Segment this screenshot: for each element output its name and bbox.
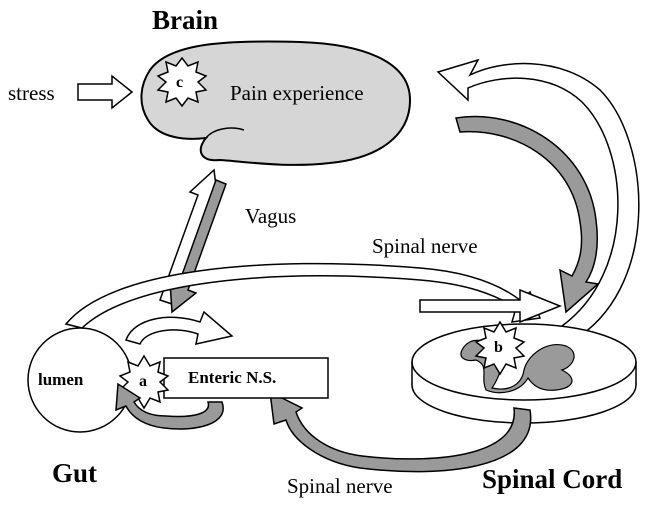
stress-label: stress bbox=[8, 81, 55, 105]
brain-title: Brain bbox=[152, 5, 219, 35]
gut-title: Gut bbox=[52, 458, 98, 488]
lumen-label: lumen bbox=[38, 370, 84, 389]
spinal-nerve-bottom-label: Spinal nerve bbox=[287, 474, 393, 498]
pain-experience-label: Pain experience bbox=[230, 81, 364, 105]
brain-to-cord-dark-arrow bbox=[455, 115, 600, 314]
cord-to-brain-light-arrow bbox=[436, 58, 640, 337]
enteric-loop-dark-arrow bbox=[115, 382, 224, 430]
spinal-disk-top bbox=[411, 323, 637, 401]
enteric-box bbox=[163, 357, 329, 399]
vagus-label: Vagus bbox=[245, 204, 297, 228]
marker-a: a bbox=[139, 373, 147, 390]
spinal-cord-title: Spinal Cord bbox=[482, 464, 623, 494]
enteric-label: Enteric N.S. bbox=[188, 368, 277, 387]
gut-to-cord-arc bbox=[64, 262, 542, 329]
starburst-b bbox=[474, 320, 526, 376]
brain-shape bbox=[140, 40, 412, 166]
starburst-c bbox=[156, 56, 208, 108]
brain-inner-fold bbox=[205, 127, 245, 139]
marker-b: b bbox=[494, 339, 503, 356]
enteric-loop-light-arrow bbox=[125, 310, 234, 345]
stress-arrow bbox=[77, 74, 134, 110]
marker-c: c bbox=[176, 74, 184, 91]
spinal-nerve-arrow bbox=[419, 288, 563, 324]
spinal-nerve-top-label: Spinal nerve bbox=[372, 234, 478, 258]
